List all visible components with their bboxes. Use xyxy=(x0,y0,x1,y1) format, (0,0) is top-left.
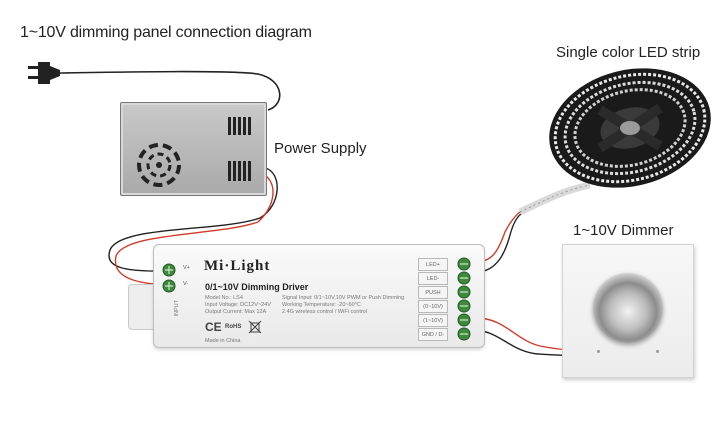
output-terminal-label-led-minus: LED- xyxy=(418,272,448,285)
driver-output-terminals xyxy=(457,257,471,341)
led-output-wire-black xyxy=(475,213,522,273)
output-terminal-label-0-10v: (0~10V) D+ xyxy=(418,300,448,323)
input-terminal-label-vminus: V- xyxy=(183,281,189,287)
diagram-title: 1~10V dimming panel connection diagram xyxy=(20,24,312,41)
vent-slots-top xyxy=(228,117,251,135)
led-strip-reel xyxy=(549,68,711,188)
dimmer-wire-black xyxy=(475,329,577,357)
led-output-wire-red xyxy=(475,211,521,263)
recycle-bin-crossed-icon xyxy=(248,320,262,334)
output-terminal-label-push: PUSH xyxy=(418,286,448,299)
power-supply-label: Power Supply xyxy=(274,140,367,157)
output-terminal-label-1-10v: (1~10V) D+ xyxy=(418,314,448,337)
driver-input-side-label: INPUT xyxy=(174,300,180,317)
led-strip-label: Single color LED strip xyxy=(556,44,701,61)
dimmer-knob[interactable] xyxy=(593,273,663,343)
dimmer-label: 1~10V Dimmer xyxy=(573,222,674,239)
mains-cable xyxy=(59,70,281,111)
power-plug-icon xyxy=(28,62,60,84)
driver-brand: Mi·Light xyxy=(204,258,271,274)
rohs-mark: RoHS xyxy=(225,324,242,330)
power-supply xyxy=(120,102,267,196)
power-supply-details xyxy=(137,117,251,187)
driver-input-terminals xyxy=(162,263,176,293)
led-strip-ribbon xyxy=(518,181,591,216)
driver-title: 0/1~10V Dimming Driver xyxy=(205,282,309,292)
driver-specs-left: Model No.: LS4 Input Voltage: DC12V~24V … xyxy=(205,295,271,315)
psu-output-wire-black xyxy=(108,167,278,272)
driver-specs-right: Signal Input: 0/1~10V,10V PWM or Push Di… xyxy=(282,295,405,315)
vent-slots-bottom xyxy=(228,161,251,181)
output-terminal-label-gnd: GND / D- xyxy=(418,328,448,341)
output-terminal-label-led-plus: LED+ xyxy=(418,258,448,271)
input-terminal-label-vplus: V+ xyxy=(183,265,190,271)
dimmer-min-marker xyxy=(597,350,600,353)
dimmer-max-marker xyxy=(656,350,659,353)
psu-output-wire-red xyxy=(114,173,274,286)
fan-icon xyxy=(137,143,181,187)
ce-mark: CE xyxy=(205,320,222,334)
made-in-label: Made in China xyxy=(205,338,241,344)
